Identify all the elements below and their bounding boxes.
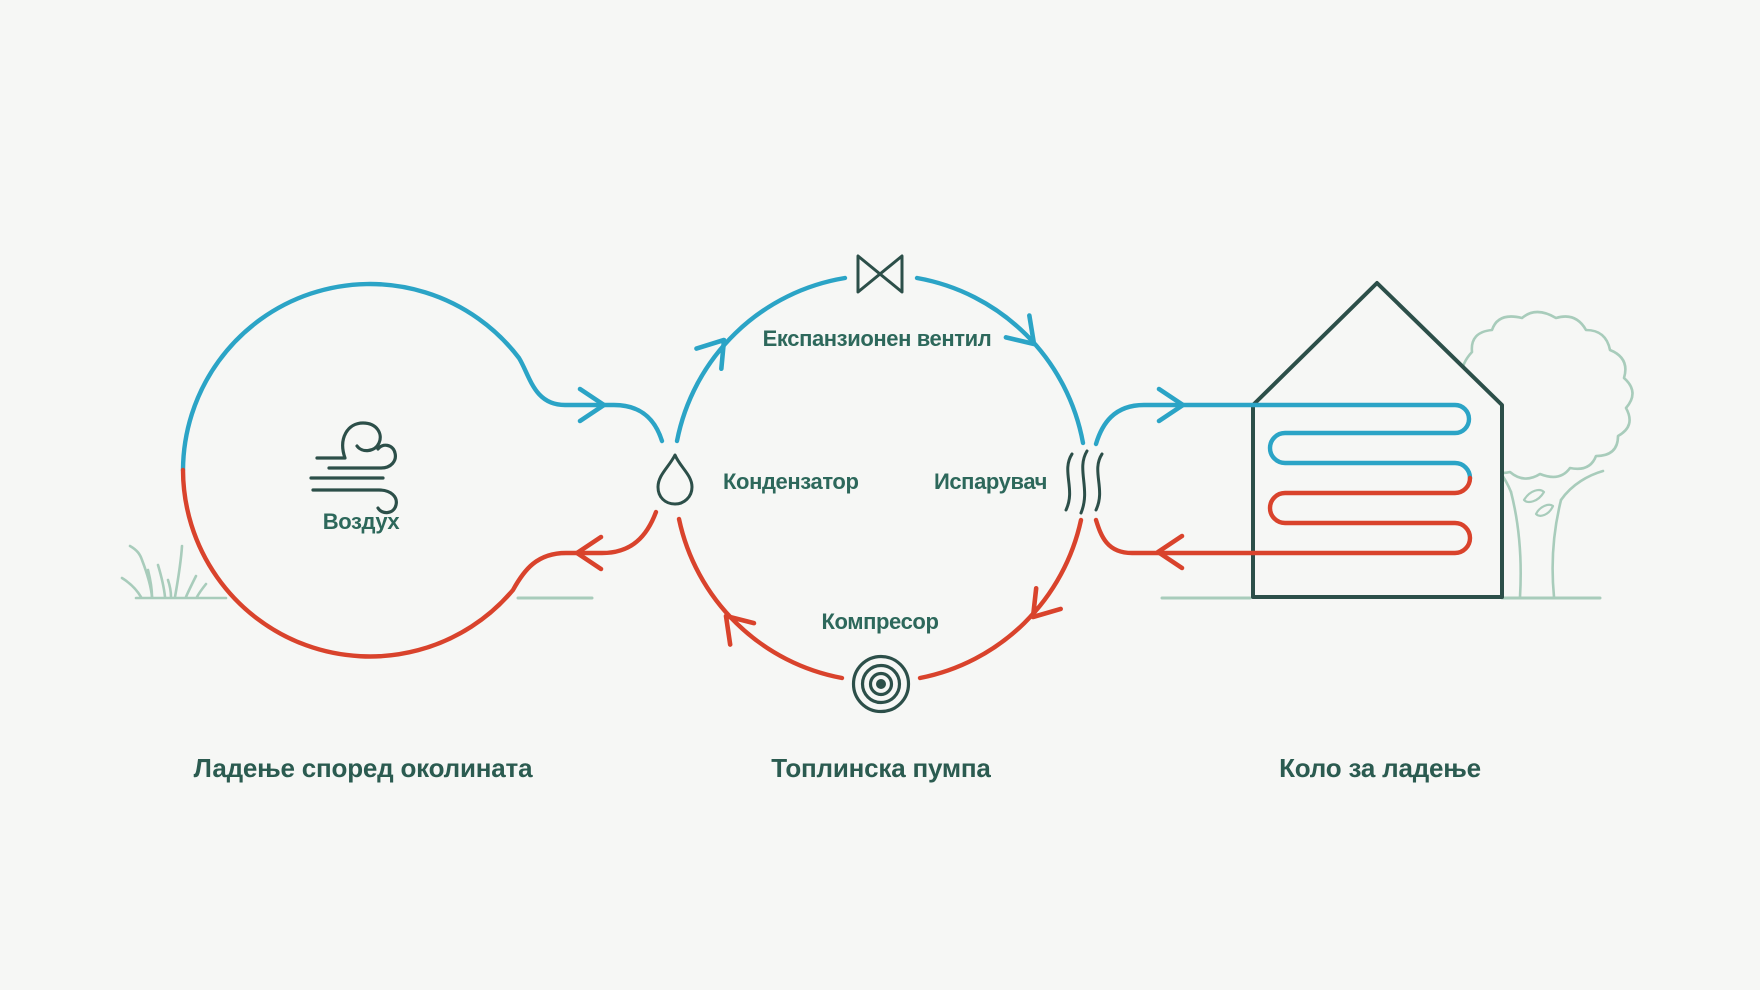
caption-cooling-circuit: Коло за ладење — [1279, 753, 1481, 783]
valve-icon — [856, 254, 904, 294]
ambient-loop-hot-line — [180, 467, 659, 659]
condenser-to-valve-arc — [674, 275, 848, 444]
vapor-waves-icon — [1064, 449, 1104, 515]
heat-pump-loop — [674, 275, 1086, 681]
compressor-icon — [851, 654, 911, 714]
label-evaporator: Испарувач — [934, 469, 1047, 494]
label-condenser: Кондензатор — [723, 469, 859, 494]
label-compressor: Компресор — [821, 609, 938, 634]
label-expansion-valve: Експанзионен вентил — [763, 326, 992, 351]
caption-heat-pump: Топлинска пумпа — [771, 753, 991, 783]
grass-icon — [120, 544, 228, 600]
house-loop-hot-line — [1093, 475, 1473, 556]
house-icon — [1251, 281, 1504, 599]
droplet-icon — [656, 453, 694, 506]
caption-ambient-cooling: Ладење според околината — [194, 753, 533, 783]
house-loop — [1093, 402, 1473, 556]
wind-icon — [309, 421, 398, 515]
valve-to-evaporator-arc — [914, 275, 1086, 446]
compressor-to-condenser-arc — [676, 516, 845, 681]
evaporator-to-compressor-arc — [917, 517, 1084, 681]
label-air: Воздух — [323, 509, 401, 534]
house-loop-cold-line — [1093, 402, 1473, 481]
